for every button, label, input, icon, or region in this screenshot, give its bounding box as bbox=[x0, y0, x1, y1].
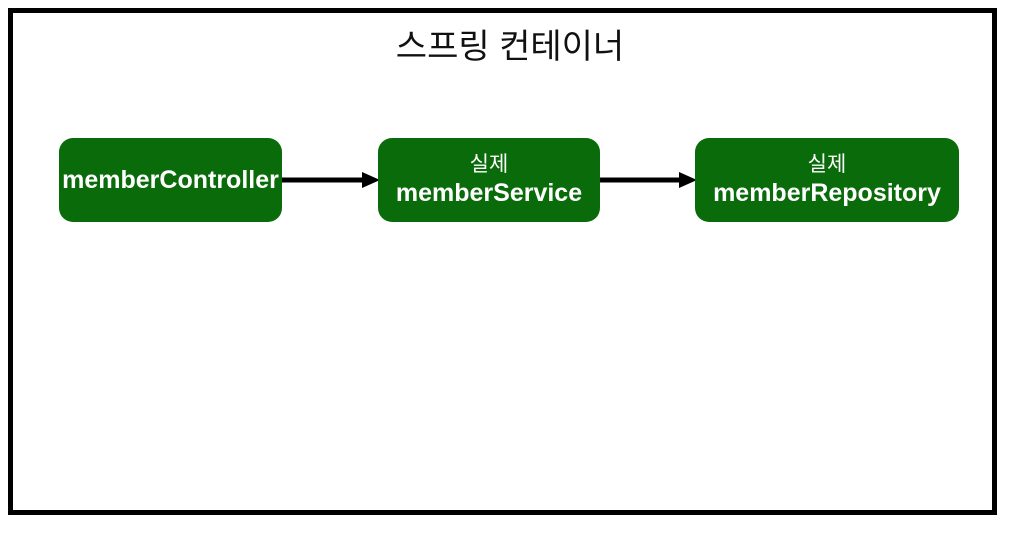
bean-node-member-service[interactable]: 실제 memberService bbox=[378, 138, 600, 222]
arrow-controller-to-service bbox=[282, 172, 380, 188]
bean-node-member-service-name: memberService bbox=[395, 179, 583, 207]
spring-container-frame bbox=[8, 8, 997, 515]
bean-node-member-controller-name: memberController bbox=[62, 166, 279, 194]
bean-node-member-controller[interactable]: memberController bbox=[59, 138, 282, 222]
spring-container-title: 스프링 컨테이너 bbox=[395, 28, 625, 66]
bean-node-member-repository-name: memberRepository bbox=[713, 179, 941, 207]
bean-node-member-repository-qualifier: 실제 bbox=[807, 153, 847, 176]
arrow-service-to-repository bbox=[600, 172, 697, 188]
bean-node-member-service-qualifier: 실제 bbox=[469, 153, 509, 176]
bean-node-member-repository[interactable]: 실제 memberRepository bbox=[695, 138, 959, 222]
